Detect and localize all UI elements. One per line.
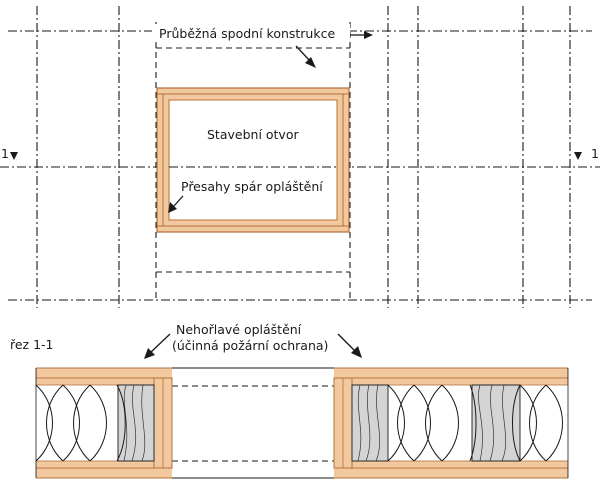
label-through-structure: Průběžná spodní konstrukce [157, 26, 338, 41]
section-view [0, 360, 600, 486]
section-number-left: 1 [1, 146, 9, 161]
section-title: řez 1-1 [10, 337, 54, 352]
section-marker-right [574, 152, 582, 160]
insulation [19, 384, 563, 462]
label-cladding-line1: Nehořlavé opláštění [176, 322, 302, 337]
section-number-right: 1 [591, 146, 599, 161]
label-cladding-line2: (účinná požární ochrana) [172, 338, 329, 353]
leader-arrows [144, 31, 373, 359]
through-structure [155, 22, 351, 300]
opening-frame [156, 87, 350, 233]
label-joint-overlap: Přesahy spár opláštění [179, 179, 325, 194]
section-marker-left [10, 152, 18, 160]
label-opening: Stavební otvor [207, 127, 299, 142]
